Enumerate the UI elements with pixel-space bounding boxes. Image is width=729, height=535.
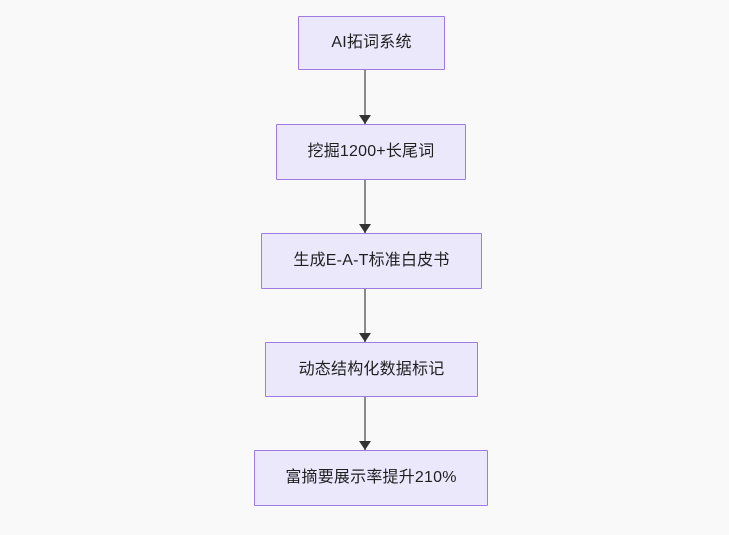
edge-n1-n2 [357, 70, 373, 124]
node-label: 富摘要展示率提升210% [285, 469, 457, 487]
edge-n2-n3 [357, 180, 373, 233]
edge-line [364, 397, 366, 450]
flowchart-node-rich-snippet-impression-lift[interactable]: 富摘要展示率提升210% [254, 450, 488, 506]
flowchart-node-generate-eat-whitepaper[interactable]: 生成E-A-T标准白皮书 [261, 233, 482, 289]
edge-n3-n4 [357, 289, 373, 342]
node-label: 动态结构化数据标记 [298, 360, 445, 378]
node-label: 生成E-A-T标准白皮书 [293, 252, 450, 270]
edge-line [364, 289, 366, 342]
flowchart-node-ai-keyword-system[interactable]: AI拓词系统 [298, 16, 445, 70]
flowchart-node-dynamic-structured-data-markup[interactable]: 动态结构化数据标记 [265, 342, 478, 397]
arrow-head-icon [359, 115, 371, 124]
arrow-head-icon [359, 224, 371, 233]
edge-line [364, 70, 366, 124]
edge-n4-n5 [357, 397, 373, 450]
flowchart-node-mine-longtail-keywords[interactable]: 挖掘1200+长尾词 [276, 124, 466, 180]
arrow-head-icon [359, 333, 371, 342]
edge-line [364, 180, 366, 233]
node-label: AI拓词系统 [331, 34, 412, 52]
arrow-head-icon [359, 441, 371, 450]
node-label: 挖掘1200+长尾词 [307, 143, 435, 161]
